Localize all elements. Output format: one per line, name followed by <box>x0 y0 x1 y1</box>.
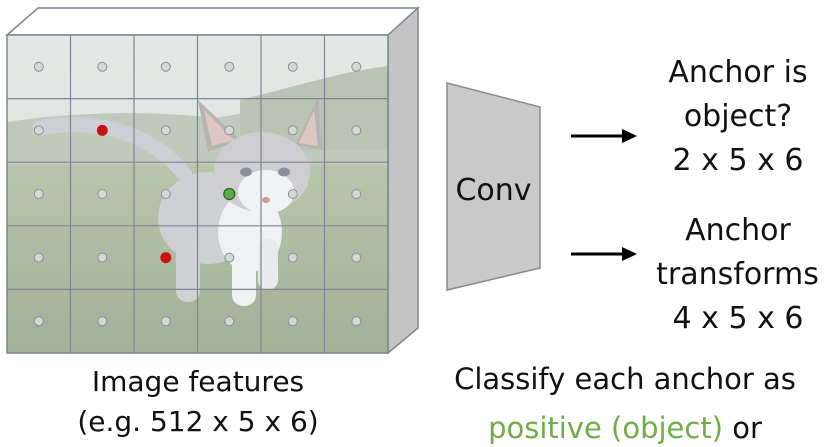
anchor-point <box>33 189 44 199</box>
anchor-point <box>224 61 235 72</box>
anchor-point <box>351 252 362 263</box>
anchor-point <box>351 61 362 72</box>
conv-block <box>446 82 541 291</box>
anchor-points <box>33 61 362 327</box>
objectness-shape: 2 x 5 x 6 <box>672 143 804 178</box>
anchor-point <box>287 61 298 72</box>
anchor-point <box>97 252 108 263</box>
anchor-point <box>160 125 171 136</box>
anchor-point <box>97 189 108 199</box>
objectness-line2: object? <box>683 99 793 134</box>
anchor-point <box>351 316 362 327</box>
anchor-point <box>160 316 171 327</box>
anchor-point <box>97 316 108 327</box>
positive-label: positive (object) <box>488 411 724 445</box>
conv-label: Conv <box>455 173 532 208</box>
feature-grid <box>6 34 389 354</box>
anchor-point <box>224 252 235 263</box>
anchor-point <box>287 125 298 136</box>
arrow-objectness <box>571 129 637 143</box>
feature-volume-top-face <box>4 7 420 36</box>
anchor-point <box>160 189 171 199</box>
anchor-point <box>160 61 171 72</box>
transforms-shape: 4 x 5 x 6 <box>672 301 804 336</box>
or-text: or <box>723 411 762 445</box>
anchor-point <box>224 316 235 327</box>
anchor-point <box>33 125 44 136</box>
transforms-line1: Anchor <box>685 213 791 248</box>
anchor-positive <box>223 187 236 201</box>
features-caption-line2: (e.g. 512 x 5 x 6) <box>77 405 319 438</box>
anchor-point <box>287 316 298 327</box>
anchor-point <box>351 125 362 136</box>
classify-line1: Classify each anchor as <box>454 362 796 396</box>
anchor-point <box>287 189 298 199</box>
anchor-point <box>33 61 44 72</box>
anchor-point <box>224 125 235 136</box>
objectness-line1: Anchor is <box>668 55 808 90</box>
anchor-point <box>33 316 44 327</box>
features-caption-line1: Image features <box>91 365 305 398</box>
anchor-point <box>97 61 108 72</box>
feature-volume-side-face <box>387 6 419 355</box>
classify-line2: positive (object) or <box>425 414 825 443</box>
transforms-line2: transforms <box>656 257 819 292</box>
anchor-point <box>33 252 44 263</box>
anchor-negative <box>96 124 108 136</box>
anchor-negative <box>160 252 172 264</box>
anchor-point <box>287 252 298 263</box>
arrow-transforms <box>571 247 637 261</box>
anchor-point <box>351 189 362 199</box>
